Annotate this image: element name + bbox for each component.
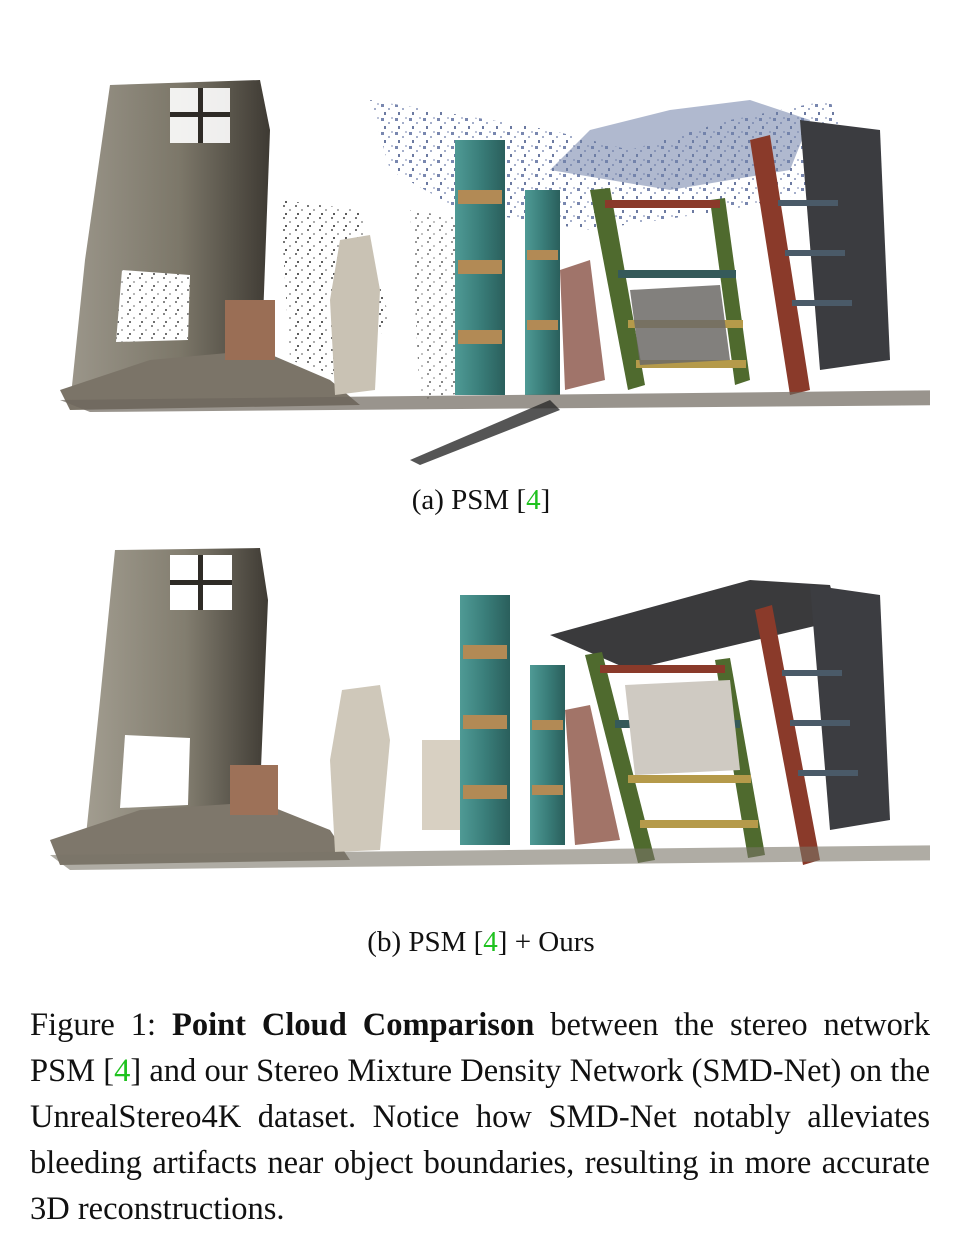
caption-text-1: between the stereo network PSM [ — [30, 1007, 931, 1089]
caption-text-2: ] and our Stereo Mixture Density Network… — [30, 1053, 930, 1227]
subcaption-b: (b) PSM [4] + Ours — [0, 926, 962, 959]
citation-link[interactable]: 4 — [526, 484, 541, 516]
subcaption-b-text: (b) PSM [ — [367, 926, 484, 958]
subcaption-a-text: (a) PSM [ — [411, 484, 527, 516]
subcaption-a-suffix: ] — [540, 484, 551, 516]
point-cloud-psm — [30, 60, 930, 470]
caption-bold-title: Point Cloud Comparison — [171, 1007, 535, 1043]
citation-link[interactable]: 4 — [114, 1053, 131, 1089]
subcaption-b-suffix: ] + Ours — [497, 926, 595, 958]
figure-caption: Figure 1: Point Cloud Comparison between… — [30, 1002, 930, 1232]
subcaption-a: (a) PSM [4] — [0, 484, 962, 517]
point-cloud-psm-ours — [30, 540, 930, 910]
citation-link[interactable]: 4 — [483, 926, 498, 958]
figure-label: Figure 1: — [30, 1007, 172, 1043]
